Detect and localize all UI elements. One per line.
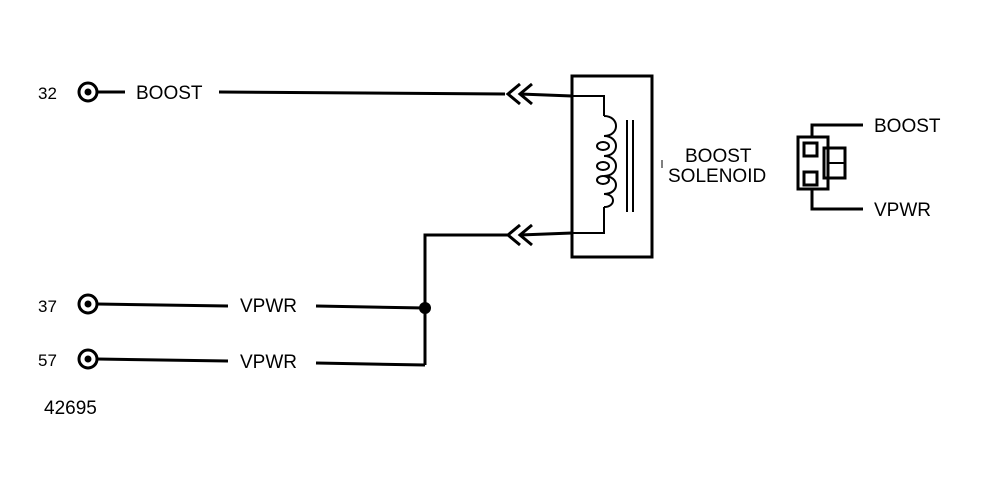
pin-57-group: 57 VPWR: [38, 348, 426, 373]
pin-37-number: 37: [38, 297, 57, 316]
pin-57-terminal-icon: [77, 348, 99, 370]
pin-32-group: 32 BOOST: [38, 81, 506, 104]
boost-wire: [218, 90, 506, 96]
pin-32-number: 32: [38, 84, 57, 103]
component-label-line2: SOLENOID: [668, 166, 766, 187]
upper-connector-chevron-icon: [505, 82, 573, 106]
pin-57-wire-right: [315, 361, 426, 367]
pin-32-signal-label: BOOST: [136, 83, 203, 104]
connector-face-icon: BOOST VPWR: [796, 116, 941, 221]
connector-label-bottom: VPWR: [874, 200, 931, 221]
solenoid-core-icon: [626, 120, 634, 212]
boost-solenoid-symbol: BOOST SOLENOID: [570, 74, 766, 259]
pin-57-wire-left: [96, 357, 229, 363]
pin-37-wire-right: [315, 304, 426, 310]
pin-37-terminal-icon: [77, 293, 99, 315]
pin-37-signal-label: VPWR: [240, 296, 297, 317]
pin-57-signal-label: VPWR: [240, 352, 297, 373]
pin-37-group: 37 VPWR: [38, 293, 426, 317]
lower-connector-chevron-icon: [505, 223, 573, 247]
pin-37-wire-left: [96, 302, 229, 308]
component-label-line1: BOOST: [685, 146, 752, 167]
pin-32-terminal-icon: [77, 81, 99, 103]
figure-number: 42695: [44, 398, 97, 419]
solenoid-coil-icon: [596, 115, 617, 208]
connector-label-top: BOOST: [874, 116, 941, 137]
vpwr-trunk: [419, 233, 508, 365]
pin-57-number: 57: [38, 351, 57, 370]
